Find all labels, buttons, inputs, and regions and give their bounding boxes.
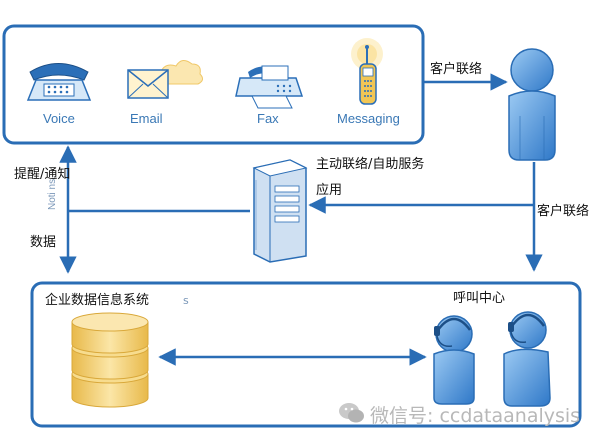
agent-icon — [503, 311, 551, 407]
voice-label: Voice — [43, 111, 75, 126]
reminder-label: 提醒/通知 — [14, 167, 71, 182]
data-label: 数据 — [30, 235, 57, 250]
database-icon — [71, 312, 149, 408]
application-label: 应用 — [316, 183, 343, 198]
wechat-icon — [339, 403, 364, 423]
call-center-title: 呼叫中心 — [453, 291, 506, 306]
watermark-text: 微信号: ccdataanalysis — [370, 405, 581, 427]
customer-contact-right-label: 客户联络 — [537, 204, 590, 219]
proactive-service-label: 主动联络/自助服务 — [316, 157, 425, 172]
channels-box — [2, 24, 425, 145]
fax-icon — [235, 65, 304, 109]
enterprise-system-title: 企业数据信息系统 — [45, 293, 150, 308]
messaging-label: Messaging — [337, 111, 400, 126]
vertical-partial-label: Noti ns — [47, 178, 58, 210]
mobile-phone-icon — [351, 38, 383, 105]
customer-person-icon — [508, 48, 556, 161]
fax-label: Fax — [257, 111, 279, 126]
phone-icon — [26, 63, 92, 101]
agent-icon — [433, 315, 475, 405]
email-icon — [127, 60, 204, 99]
enterprise-partial-text: s — [183, 294, 189, 307]
email-label: Email — [130, 111, 163, 126]
server-icon — [252, 159, 308, 263]
customer-contact-top-label: 客户联络 — [430, 62, 483, 77]
